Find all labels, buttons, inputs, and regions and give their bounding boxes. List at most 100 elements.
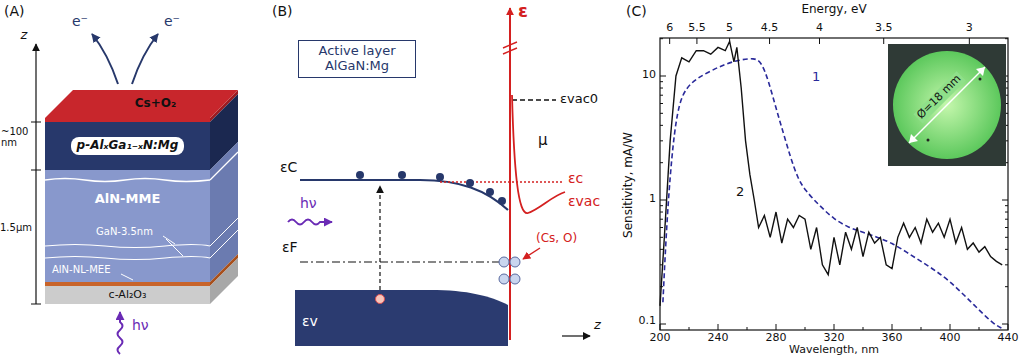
x-tick — [1008, 324, 1009, 330]
p-type-layer: p-AlₓGa₁₋ₓN:Mg — [45, 122, 210, 170]
node-content: p-AlₓGa₁₋ₓN:Mg — [45, 122, 210, 170]
tick-label: 360 — [882, 332, 903, 344]
gan-interlayer — [45, 245, 210, 260]
energy-level-label: εC — [280, 160, 297, 175]
x-tick — [689, 327, 690, 330]
y-tick — [660, 76, 666, 77]
tick-label: 5.5 — [688, 22, 706, 34]
tick-label: 3 — [966, 22, 973, 34]
cs-o-dipole — [499, 274, 509, 284]
energy-tick — [969, 38, 970, 44]
tick-label: 280 — [766, 332, 787, 344]
node-content: c-Al₂O₃ — [45, 286, 210, 304]
thickness-ticks — [31, 122, 41, 304]
interface-line — [45, 179, 210, 182]
tick-label: 10 — [642, 69, 656, 81]
x-tick — [863, 327, 864, 330]
electron-emission-arrow — [92, 34, 118, 84]
y-tick — [1005, 219, 1008, 220]
y-tick — [1005, 249, 1008, 250]
photo-inset: Ø=18 mm — [888, 44, 1006, 166]
axis-title: Energy, eV — [801, 3, 866, 16]
tick-label: 320 — [824, 332, 845, 344]
y-tick — [660, 38, 663, 39]
z-axis — [35, 44, 36, 304]
excitation-arrow — [379, 186, 380, 290]
tick-label: 440 — [998, 332, 1019, 344]
diameter-line — [909, 67, 985, 143]
surface-conduction-level — [440, 181, 562, 182]
axis-label: z — [21, 28, 28, 42]
node-text: c-Al₂O₃ — [109, 289, 147, 302]
photo-background — [888, 44, 1006, 166]
plot-frame — [660, 38, 1008, 330]
x-tick — [747, 327, 748, 330]
y-tick — [660, 162, 663, 163]
tick-label: 6 — [666, 22, 673, 34]
y-tick — [660, 324, 666, 325]
node-text: AlN-MME — [95, 192, 161, 207]
fermi-level — [300, 261, 508, 262]
gan-line-side — [210, 218, 238, 258]
electron-emission-arrow — [132, 34, 158, 84]
electron — [466, 179, 474, 187]
energy-axis — [509, 8, 511, 340]
x-tick — [979, 327, 980, 330]
energy-tick — [696, 38, 697, 44]
tick-label: 4 — [816, 22, 823, 34]
substrate-layer: c-Al₂O₃ — [45, 286, 210, 304]
hole — [376, 295, 385, 304]
y-tick — [1005, 38, 1008, 39]
y-tick — [660, 249, 663, 250]
tick-label: 1 — [649, 193, 656, 205]
coating-top-face — [45, 90, 238, 118]
electron — [398, 171, 406, 179]
spot — [927, 139, 930, 142]
cs-o-dipole — [510, 257, 520, 267]
node-text: Ø=18 mm — [913, 71, 965, 123]
energy-level-label: εc — [568, 171, 583, 186]
y-tick — [660, 205, 663, 206]
leader-line — [121, 236, 183, 280]
energy-tick — [883, 38, 884, 44]
panel-letter: (C) — [626, 4, 647, 19]
vacuum-level-curve — [512, 95, 565, 213]
y-tick — [660, 81, 663, 82]
annotation-box: Active layer AlGaN:Mg — [298, 40, 416, 78]
emitting-cathode — [893, 51, 1001, 159]
y-tick — [660, 125, 663, 126]
electron-label: e⁻ — [164, 14, 180, 29]
node-text: p-AlₓGa₁₋ₓN:Mg — [71, 137, 185, 155]
energy-tick — [769, 38, 770, 44]
electron — [486, 188, 494, 196]
energy-level-label: εvac0 — [560, 92, 598, 106]
vacuum-level-line — [512, 99, 556, 100]
y-tick — [660, 212, 663, 213]
z-axis — [562, 335, 590, 336]
y-tick — [660, 219, 663, 220]
y-tick — [660, 227, 663, 228]
tick-label: 0.1 — [639, 315, 657, 327]
tick-label: 3.5 — [875, 22, 893, 34]
x-tick — [834, 324, 835, 330]
light-arrow — [288, 220, 332, 225]
y-tick — [660, 140, 663, 141]
y-tick — [660, 95, 663, 96]
node-text: Cs+O₂ — [135, 97, 176, 111]
x-tick — [805, 327, 806, 330]
x-tick — [921, 327, 922, 330]
axis-title: Wavelength, nm — [789, 344, 879, 356]
y-tick — [1005, 227, 1008, 228]
axis-title: Sensitivity, mA/W — [622, 132, 635, 238]
photon-label: hν — [300, 196, 317, 211]
y-tick — [1005, 286, 1008, 287]
dimension-label: 1.5μm — [0, 222, 32, 233]
photo — [888, 44, 1006, 166]
x-tick — [660, 324, 661, 330]
energy-level-label: εvac — [568, 194, 600, 209]
tick-label: 400 — [940, 332, 961, 344]
y-tick — [1005, 205, 1008, 206]
tick-label: 200 — [650, 332, 671, 344]
curve-number: 1 — [812, 70, 820, 84]
curve-number: 2 — [736, 185, 744, 199]
